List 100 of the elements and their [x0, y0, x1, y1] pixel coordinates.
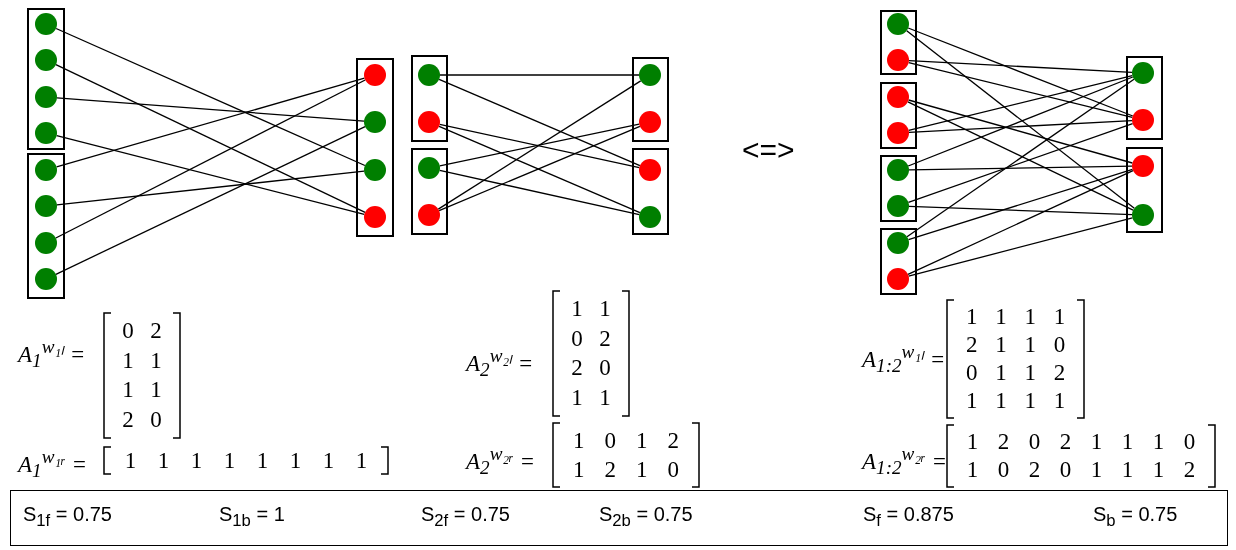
group-box — [411, 55, 448, 142]
group-box — [27, 153, 65, 299]
matrix-entry: 1 — [150, 347, 162, 374]
connection-line — [439, 74, 640, 76]
neuron-circle — [364, 206, 386, 228]
matrix-entry: 0 — [1183, 429, 1196, 455]
group-box — [880, 10, 917, 75]
group-box — [632, 148, 669, 235]
matrix-entry: 0 — [1028, 429, 1041, 455]
matrix-entry: 2 — [599, 325, 611, 352]
matrix-entry: 1 — [1090, 457, 1103, 483]
matrix-entry: 1 — [995, 388, 1007, 414]
neuron-circle — [418, 64, 440, 86]
neuron-circle — [35, 232, 57, 254]
matrix-entry: 1 — [966, 457, 979, 483]
matrix-entry: 2 — [667, 427, 679, 454]
connection-line — [907, 169, 1134, 276]
neuron-circle — [887, 49, 909, 71]
matrix-entry: 0 — [571, 325, 583, 352]
matrix-entry: 1 — [1152, 429, 1165, 455]
neuron-circle — [1132, 155, 1154, 177]
matrix-entry: 1 — [157, 447, 170, 474]
matrix-entry: 0 — [1053, 332, 1066, 358]
neuron-circle — [1132, 62, 1154, 84]
neuron-circle — [639, 111, 661, 133]
matrix-entry: 2 — [150, 317, 162, 344]
matrix-label: A$_{2}$$^{w₂ᵣ}$ = — [466, 443, 536, 480]
score-text: S$_{1b}$ = 1 — [219, 503, 285, 531]
neuron-circle — [887, 13, 909, 35]
connection-line — [55, 126, 366, 275]
connection-line — [908, 205, 1133, 216]
group-box — [880, 155, 917, 222]
connection-line — [56, 97, 365, 122]
connection-line — [56, 170, 365, 206]
connection-line — [439, 169, 640, 216]
neuron-circle — [1132, 109, 1154, 131]
matrix-entry: 1 — [995, 332, 1007, 358]
matrix-entry: 1 — [573, 427, 585, 454]
group-box — [880, 82, 917, 149]
matrix-entry: 1 — [1090, 429, 1103, 455]
connection-line — [907, 27, 1134, 117]
neuron-circle — [418, 111, 440, 133]
group-box — [1126, 56, 1163, 140]
matrix-entry: 1 — [995, 360, 1007, 386]
matrix-entry: 1 — [571, 295, 583, 322]
matrix-entry: 2 — [1053, 360, 1066, 386]
matrix-entry: 1 — [1121, 457, 1134, 483]
score-text: S$_{b}$ = 0.75 — [1093, 503, 1178, 531]
matrix-entry: 1 — [190, 447, 203, 474]
neuron-circle — [364, 159, 386, 181]
matrix-entry: 1 — [322, 447, 335, 474]
neuron-circle — [35, 159, 57, 181]
score-panel — [10, 490, 1228, 546]
matrix-entry: 0 — [599, 355, 611, 382]
matrix-label: A$_{2}$$^{w₂ₗ}$ = — [466, 344, 534, 382]
score-text: S$_{1f}$ = 0.75 — [23, 503, 112, 531]
connection-line — [437, 80, 642, 210]
connection-line — [907, 99, 1134, 164]
group-box — [356, 58, 394, 237]
score-text: S$_{2f}$ = 0.75 — [421, 503, 510, 531]
matrix-entry: 2 — [571, 355, 583, 382]
matrix-label: A$_{1}$$^{w₁ᵣ}$ = — [18, 446, 88, 483]
connection-line — [906, 30, 1135, 209]
group-box — [1126, 147, 1163, 233]
matrix-entry: 1 — [571, 385, 583, 412]
group-box — [880, 228, 917, 295]
neuron-circle — [887, 232, 909, 254]
matrix-entry: 2 — [122, 407, 134, 434]
matrix-entry: 2 — [604, 456, 616, 483]
score-text: S$_{2b}$ = 0.75 — [599, 503, 693, 531]
matrix-entry: 1 — [966, 429, 979, 455]
matrix-entry: 1 — [599, 295, 611, 322]
matrix-entry: 1 — [1024, 304, 1036, 330]
matrix-entry: 1 — [995, 304, 1007, 330]
matrix-entry: 1 — [256, 447, 269, 474]
matrix-entry: 1 — [965, 304, 978, 330]
neuron-circle — [639, 159, 661, 181]
matrix-entry: 1 — [1024, 360, 1036, 386]
connection-line — [906, 78, 1135, 238]
matrix-entry: 1 — [636, 427, 648, 454]
neuron-circle — [887, 268, 909, 290]
matrix-entry: 1 — [965, 388, 978, 414]
connection-line — [907, 101, 1134, 211]
neuron-circle — [887, 195, 909, 217]
connection-line — [907, 217, 1134, 277]
matrix-entry: 2 — [1183, 457, 1196, 483]
neuron-circle — [639, 64, 661, 86]
neuron-circle — [364, 64, 386, 86]
neuron-circle — [887, 86, 909, 108]
connection-line — [908, 74, 1133, 132]
matrix-entry: 1 — [122, 377, 134, 404]
matrix-entry: 1 — [599, 385, 611, 412]
group-box — [632, 57, 669, 142]
connection-line — [55, 77, 366, 168]
matrix-entry: 1 — [636, 456, 648, 483]
score-text: S$_{f}$ = 0.875 — [863, 503, 954, 531]
matrix-entry: 2 — [1059, 429, 1072, 455]
matrix-label: A$_{1}$$^{w₁ₗ}$ = — [18, 335, 86, 373]
connection-line — [908, 119, 1133, 134]
neuron-circle — [418, 204, 440, 226]
